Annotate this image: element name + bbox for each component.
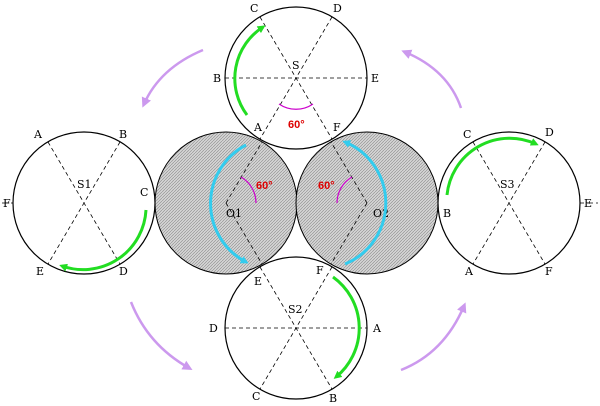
cyan-arrow-o2-right — [342, 140, 388, 266]
center-label-s3: S3 — [500, 178, 515, 191]
center-label-o1: O1 — [226, 207, 242, 220]
point-label-s1-f: F — [3, 197, 11, 210]
circle-s: 60° S C D B E A F — [213, 2, 379, 150]
angle-arc-o1 — [240, 176, 257, 204]
green-arrow-s — [233, 25, 266, 116]
point-label-s3-b: B — [443, 207, 451, 220]
center-label-s2: S2 — [288, 303, 303, 316]
circle-s1: S1 A B F C E D — [3, 128, 156, 278]
point-label-s2-d: D — [209, 322, 218, 335]
point-label-s3-f: F — [545, 265, 553, 278]
point-label-s3-c: C — [463, 128, 471, 141]
point-label-s3-e: E — [584, 197, 592, 210]
point-label-s-c: C — [250, 2, 258, 15]
point-label-s2-e: E — [254, 275, 262, 288]
circle-o2: 60° O2 — [295, 131, 439, 275]
angle-arc-o2 — [336, 176, 353, 204]
cyan-arrow-o1-left — [209, 143, 249, 264]
purple-arrow-bottom-right — [400, 302, 467, 372]
point-label-s1-e: E — [36, 265, 44, 278]
purple-arrow-top-right — [401, 49, 463, 109]
green-arrow-s2 — [332, 275, 361, 379]
point-label-s3-a: A — [464, 265, 474, 278]
point-label-s-f: F — [333, 121, 341, 134]
green-arrow-s3 — [445, 136, 539, 196]
point-label-s1-a: A — [33, 128, 43, 141]
point-label-s2-f: F — [316, 264, 324, 277]
point-label-s1-c: C — [140, 186, 148, 199]
point-label-s1-b: B — [119, 128, 127, 141]
angle-label-o1: 60° — [256, 180, 273, 192]
center-label-s: S — [292, 59, 300, 72]
point-label-s-a: A — [253, 121, 263, 134]
point-label-s2-a: A — [372, 322, 382, 335]
angle-label-o2: 60° — [318, 180, 335, 192]
point-label-s3-d: D — [545, 126, 554, 139]
center-label-s1: S1 — [77, 178, 92, 191]
circle-s3: S3 C D B E A F — [437, 126, 592, 278]
point-label-s2-c: C — [252, 390, 260, 403]
purple-arrow-top-left — [141, 48, 204, 108]
point-label-s-e: E — [371, 72, 379, 85]
point-label-s-b: B — [213, 72, 221, 85]
angle-arc-s — [278, 103, 314, 110]
point-label-s1-d: D — [119, 265, 128, 278]
circle-o1: 60° O1 — [154, 131, 298, 275]
circle-s2: S2 E F D A C B — [209, 256, 382, 405]
green-arrow-s1 — [59, 209, 148, 272]
point-label-s2-b: B — [329, 392, 337, 405]
purple-arrow-bottom-left — [129, 301, 193, 370]
orbit-arrows — [129, 48, 467, 372]
angle-label-s: 60° — [288, 119, 305, 131]
point-label-s-d: D — [333, 2, 342, 15]
